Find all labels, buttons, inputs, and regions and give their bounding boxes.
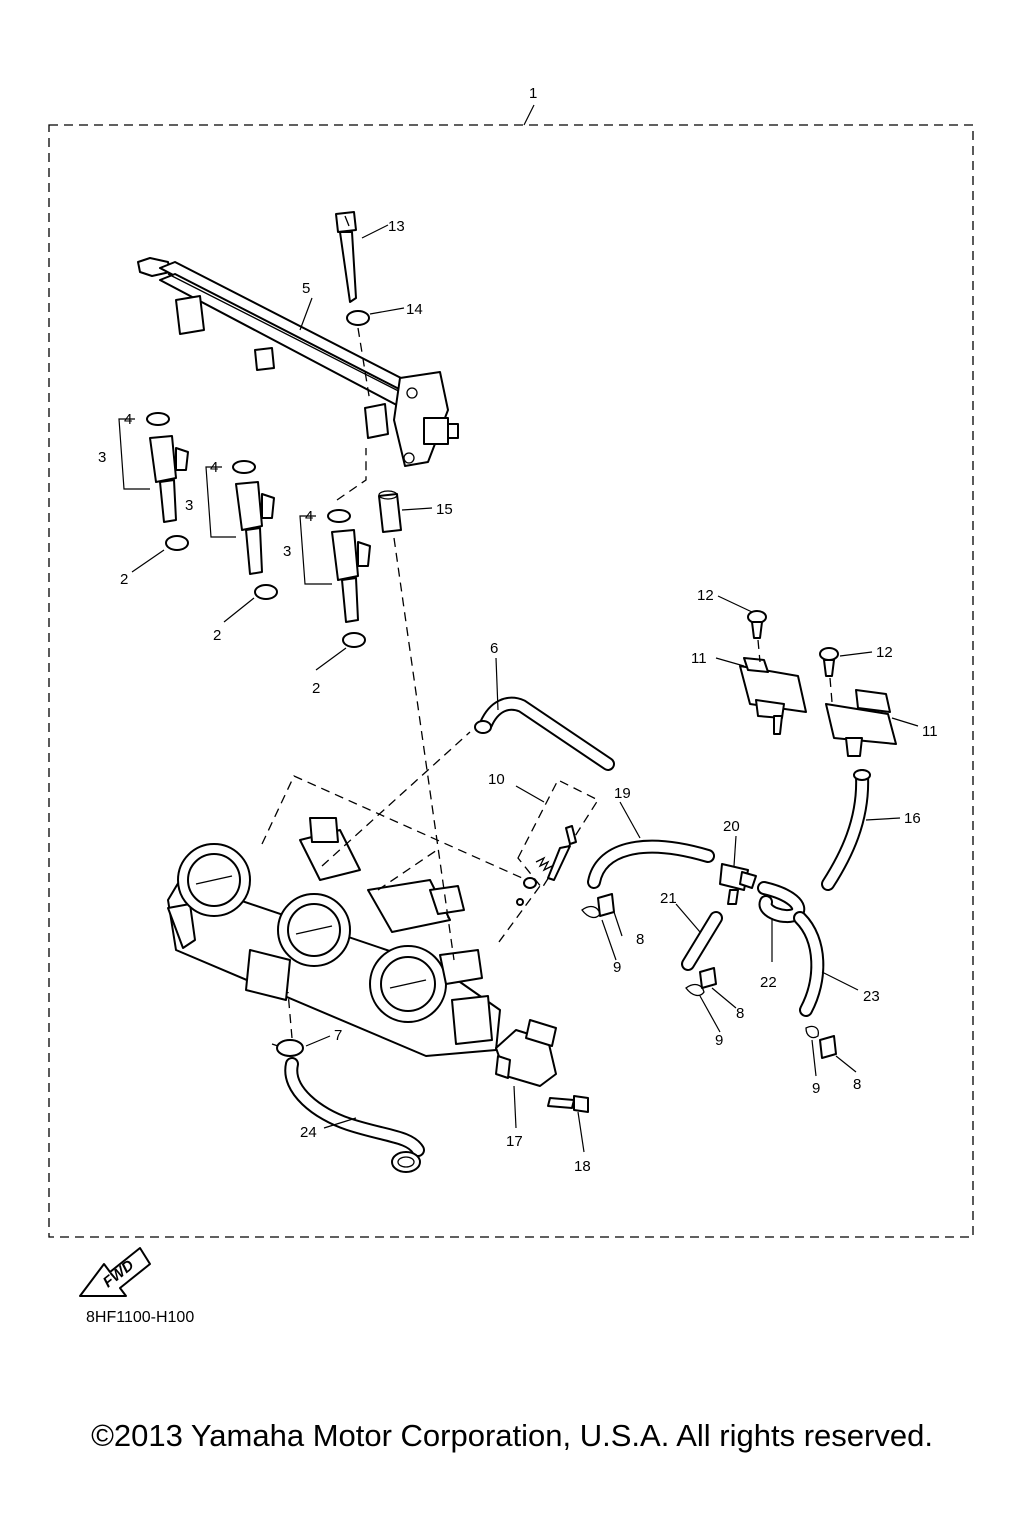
callout-22: 22 — [760, 974, 777, 991]
screw-18 — [547, 1095, 589, 1113]
callout-4: 4 — [210, 459, 218, 476]
cap-8 — [819, 1035, 837, 1059]
callout-6: 6 — [490, 640, 498, 657]
callout-16: 16 — [904, 810, 921, 827]
hose-19 — [587, 839, 715, 889]
hose-24 — [284, 1057, 425, 1173]
callout-2: 2 — [120, 571, 128, 588]
callout-8: 8 — [853, 1076, 861, 1093]
collar-15 — [378, 493, 402, 533]
fwd-arrow-icon: FWD — [79, 1247, 151, 1297]
callout-3: 3 — [185, 497, 193, 514]
washer-14 — [346, 310, 370, 326]
screw-set-10 — [516, 825, 577, 906]
callout-9: 9 — [812, 1080, 820, 1097]
callout-15: 15 — [436, 501, 453, 518]
callout-12: 12 — [697, 587, 714, 604]
callout-24: 24 — [300, 1124, 317, 1141]
injector-2 — [232, 460, 278, 600]
throttle-body — [167, 817, 501, 1057]
callout-3: 3 — [98, 449, 106, 466]
hose-16 — [821, 769, 871, 891]
callout-11: 11 — [691, 650, 707, 667]
cap-8 — [597, 893, 615, 917]
callout-9: 9 — [613, 959, 621, 976]
callout-10: 10 — [488, 771, 505, 788]
injector-3 — [327, 509, 371, 648]
callout-13: 13 — [388, 218, 405, 235]
screw-12 — [747, 610, 767, 663]
callout-4: 4 — [124, 411, 132, 428]
clamp-9 — [805, 1025, 820, 1039]
joint-20 — [719, 863, 757, 905]
diagram-code: 8HF1100-H100 — [86, 1309, 195, 1326]
callout-19: 19 — [614, 785, 631, 802]
callout-14: 14 — [406, 301, 423, 318]
sensor-11 — [825, 689, 897, 757]
callout-11: 11 — [922, 723, 938, 740]
copyright-notice: ©2013 Yamaha Motor Corporation, U.S.A. A… — [91, 1418, 933, 1453]
clamp-9 — [581, 905, 601, 919]
leader-1 — [523, 104, 535, 126]
callout-18: 18 — [574, 1158, 591, 1175]
injector-1 — [146, 412, 189, 551]
callout-1: 1 — [529, 85, 537, 102]
callout-20: 20 — [723, 818, 740, 835]
bolt-13 — [335, 211, 357, 303]
leader-lines — [131, 224, 919, 1153]
callout-17: 17 — [506, 1133, 523, 1150]
sensor-17 — [495, 1019, 557, 1087]
callout-2: 2 — [312, 680, 320, 697]
hose-23 — [793, 911, 825, 1017]
hose-21 — [681, 911, 723, 971]
clamp-7 — [276, 1039, 304, 1057]
callout-2: 2 — [213, 627, 221, 644]
sensor-11 — [739, 657, 807, 735]
injector-brackets — [118, 418, 332, 585]
fuel-rail — [137, 257, 459, 467]
callout-5: 5 — [302, 280, 310, 297]
callout-12: 12 — [876, 644, 893, 661]
screw-12 — [819, 647, 839, 703]
callout-8: 8 — [736, 1005, 744, 1022]
callout-9: 9 — [715, 1032, 723, 1049]
callout-8: 8 — [636, 931, 644, 948]
callout-21: 21 — [660, 890, 677, 907]
cap-8 — [699, 967, 717, 989]
assembly-boundary — [48, 124, 974, 1238]
callout-3: 3 — [283, 543, 291, 560]
hose-6 — [474, 696, 615, 771]
clamp-9 — [685, 983, 705, 997]
callout-23: 23 — [863, 988, 880, 1005]
callout-7: 7 — [334, 1027, 342, 1044]
callout-4: 4 — [305, 508, 313, 525]
hose-22 — [757, 881, 806, 924]
